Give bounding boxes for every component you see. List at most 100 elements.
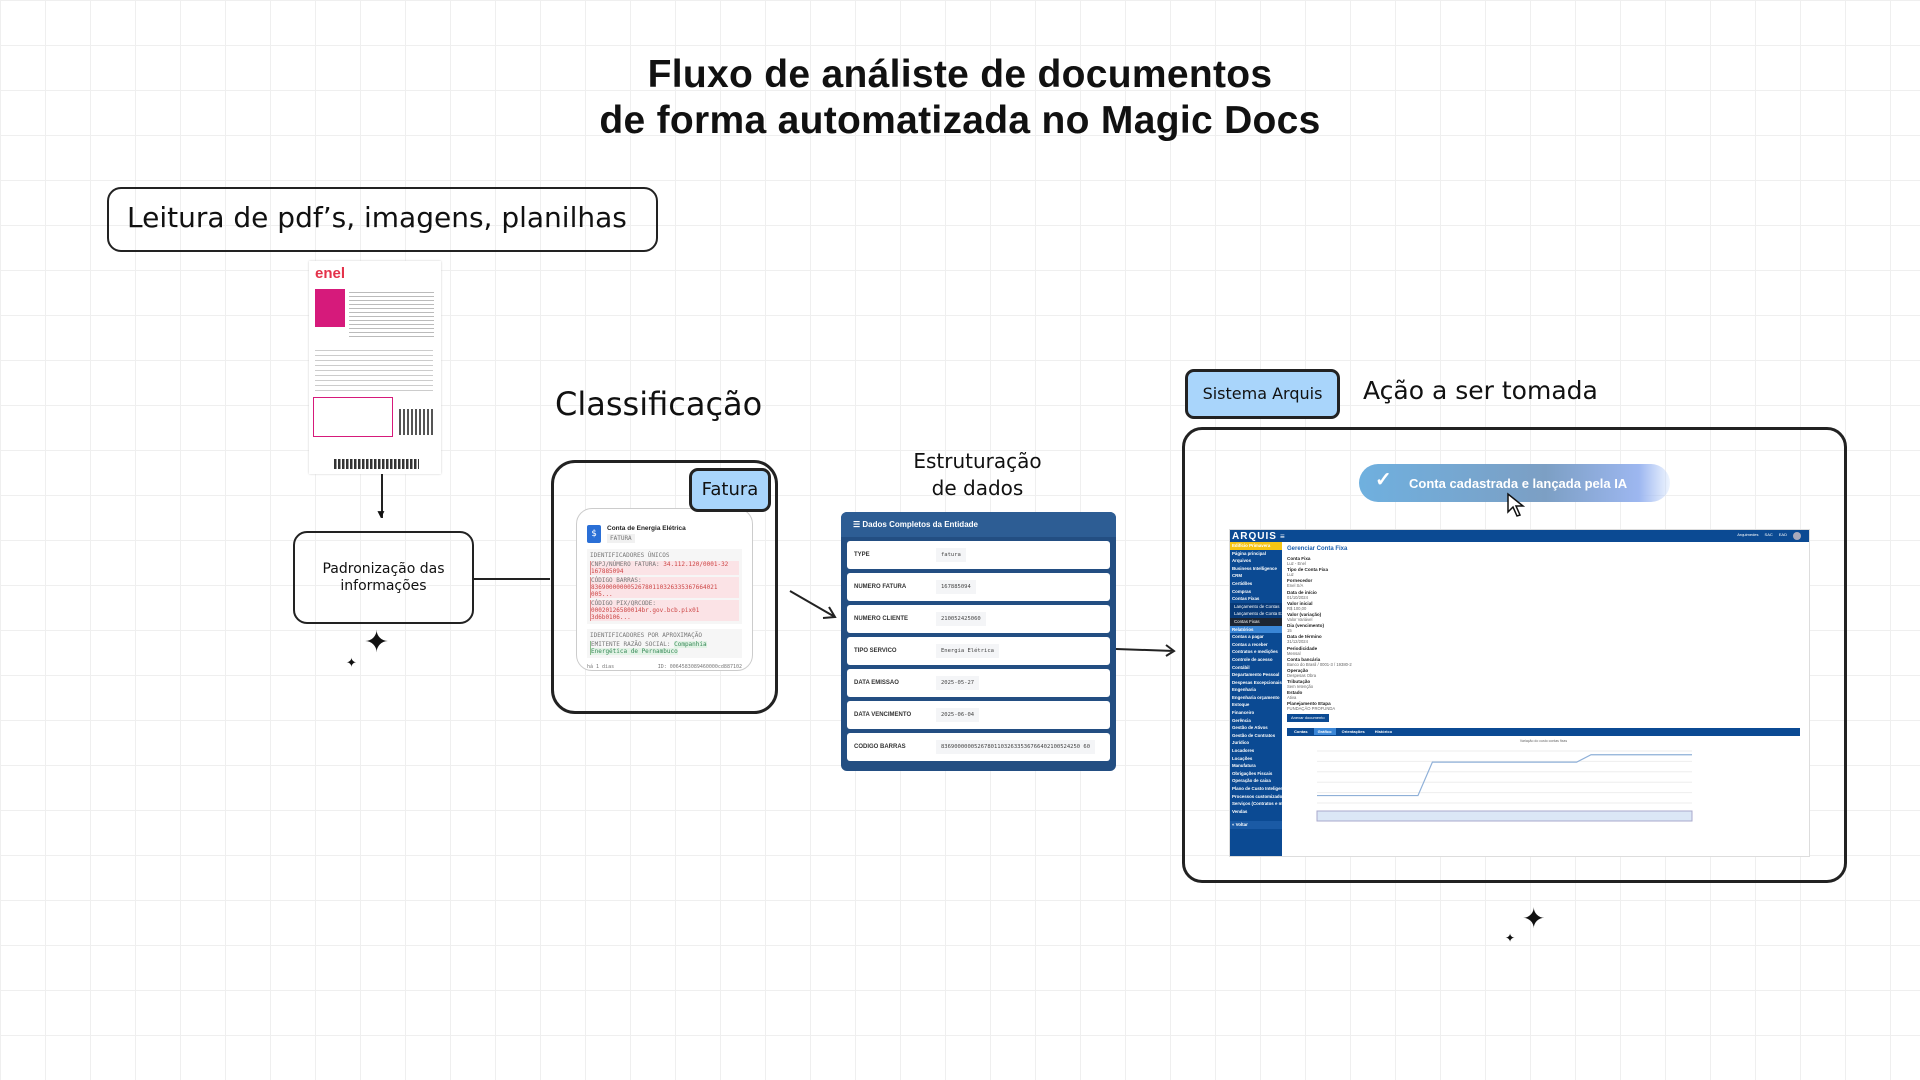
sidebar-item[interactable]: Vendas <box>1232 808 1248 814</box>
sidebar-item[interactable]: Plano de Custo Inteligente <box>1232 786 1282 791</box>
invoice-icon: $ <box>587 525 601 543</box>
sidebar-item[interactable]: Locações <box>1232 755 1253 761</box>
sidebar-item[interactable]: Jurídico <box>1232 740 1250 746</box>
sidebar-item[interactable]: Gestão de Ativos <box>1232 725 1268 731</box>
classification-card: $ Conta de Energia Elétrica FATURA IDENT… <box>576 508 753 671</box>
menu-icon[interactable]: ≡ <box>1280 531 1285 541</box>
sidebar-item[interactable]: Serviços (Contratos e medições) <box>1232 801 1282 807</box>
sidebar-item[interactable]: Gerência <box>1232 717 1251 723</box>
diagram-title: Fluxo de análiste de documentos de forma… <box>599 53 1321 142</box>
arrow-to-structuring <box>789 590 837 619</box>
standardize-step: Padronização das informações <box>293 531 474 624</box>
arrow-to-action <box>1115 644 1176 657</box>
sidebar-item[interactable]: « Voltar <box>1230 821 1282 829</box>
sparkle-icon: ✦ <box>346 655 357 670</box>
sidebar-item[interactable]: Contratos e medições <box>1232 649 1278 655</box>
sidebar-item[interactable]: Certidões <box>1232 580 1253 586</box>
sidebar-item[interactable]: Controle de acesso <box>1232 656 1273 662</box>
chart-navigator <box>1316 810 1693 822</box>
sidebar-item[interactable]: Relatórios <box>1230 625 1282 634</box>
cost-chart <box>1316 750 1693 822</box>
sidebar-item[interactable]: CRM <box>1232 573 1242 579</box>
sidebar-item[interactable]: Processos customizados <box>1232 793 1282 799</box>
sparkle-icon: ✦ <box>1522 903 1546 934</box>
sidebar-item[interactable]: Obrigações Fiscais <box>1232 770 1273 776</box>
connector-line <box>474 578 550 580</box>
classification-label: Classificação <box>555 385 763 423</box>
sidebar-item[interactable]: Página principal <box>1232 550 1266 556</box>
sidebar-item[interactable]: Departamento Pessoal <box>1232 672 1280 678</box>
sidebar-item[interactable]: Business Intelligence <box>1232 565 1277 571</box>
sidebar-item[interactable]: Lançamento de Contas <box>1230 602 1282 611</box>
arrow-head-icon: ▼ <box>375 507 387 521</box>
sidebar-item[interactable]: Gestão de Contratos <box>1232 732 1276 738</box>
sidebar-item[interactable]: Engenharia orçamento <box>1232 694 1280 700</box>
sparkle-icon: ✦ <box>1505 931 1516 945</box>
sidebar-item[interactable]: Contábil <box>1232 664 1250 670</box>
sidebar-item[interactable]: Compras <box>1232 588 1252 594</box>
tab[interactable]: Histórico <box>1374 729 1393 735</box>
sidebar-item[interactable]: Engenharia <box>1232 687 1256 693</box>
sidebar-item[interactable]: Contas Fixas <box>1230 617 1282 626</box>
success-toast: ✓ Conta cadastrada e lançada pela IA <box>1359 464 1670 502</box>
table-header: ☰ Dados Completos da Entidade <box>841 512 1116 537</box>
sidebar-item[interactable]: Financeiro <box>1232 710 1255 716</box>
invoice-document-thumbnail: enel <box>309 261 441 474</box>
fatura-tag: Fatura <box>689 468 771 512</box>
sidebar-item[interactable]: Locadores <box>1232 748 1255 754</box>
action-frame <box>1182 427 1847 883</box>
tab[interactable]: Gráfico <box>1313 728 1336 736</box>
avatar[interactable] <box>1793 532 1801 540</box>
arquis-logo: ARQUIS <box>1232 530 1277 542</box>
detail-field: Dia (vencimento)15 <box>1287 623 1325 634</box>
sparkle-icon: ✦ <box>364 626 390 659</box>
barcode <box>334 459 419 469</box>
check-icon: ✓ <box>1375 469 1392 491</box>
sidebar-item[interactable]: Estoque <box>1232 702 1250 708</box>
sistema-arquis-tag: Sistema Arquis <box>1185 369 1340 419</box>
detail-field: Valor (variação)Valor Variável <box>1287 611 1322 622</box>
arrow-down <box>381 474 383 518</box>
sidebar-item[interactable]: Arquivos <box>1232 558 1252 564</box>
input-step-label: Leitura de pdf’s, imagens, planilhas <box>107 187 658 252</box>
sidebar-item[interactable]: Lançamento de Conta Extra <box>1230 610 1282 618</box>
sidebar-item[interactable]: Operação de caixa <box>1232 778 1271 784</box>
attach-document-button[interactable]: Anexar documento <box>1287 713 1329 722</box>
mouse-cursor-icon <box>1507 492 1526 517</box>
sidebar-item[interactable]: Contas a receber <box>1232 641 1268 647</box>
tab[interactable]: Orientações <box>1341 729 1365 735</box>
tab[interactable]: Contas <box>1294 729 1308 735</box>
sidebar-item[interactable]: Despesas Excepcionais <box>1232 679 1282 685</box>
sidebar-item[interactable]: Contas Fixas <box>1232 596 1260 602</box>
sidebar-item[interactable]: Manufatura <box>1232 763 1256 769</box>
sidebar-item[interactable]: Contas a pagar <box>1232 634 1264 640</box>
sidebar-item[interactable]: Edifício Primavera <box>1230 542 1282 550</box>
structuring-label: Estruturação de dados <box>913 449 1042 500</box>
database-icon: ☰ <box>853 520 863 529</box>
classification-frame <box>551 460 778 714</box>
cost-line <box>1317 753 1692 796</box>
